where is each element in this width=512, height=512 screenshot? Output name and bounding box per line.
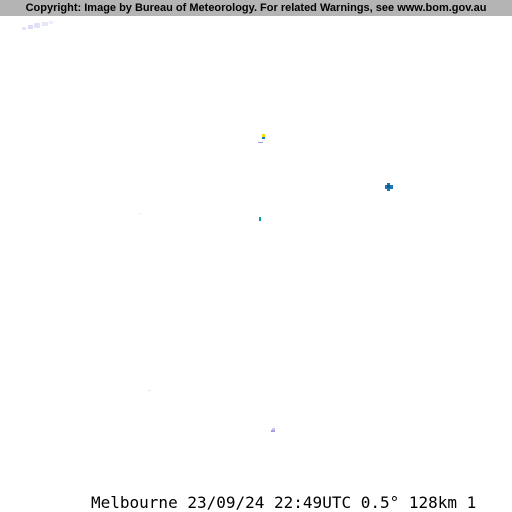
radar-display	[0, 16, 512, 492]
radar-echo-faint-west	[138, 203, 142, 214]
radar-echo-faint-south-west	[147, 380, 151, 391]
radar-echo-faint-top-left-shape	[22, 21, 53, 30]
radar-echo-cluster-north-shape	[258, 134, 265, 143]
radar-echo-teal-centre	[258, 209, 262, 221]
radar-echo-lavender-south	[270, 420, 276, 432]
radar-echo-teal-centre-shape	[259, 217, 261, 221]
copyright-text: Copyright: Image by Bureau of Meteorolog…	[25, 2, 487, 14]
radar-caption: Melbourne 23/09/24 22:49UTC 0.5° 128km 1	[0, 494, 512, 512]
radar-echo-faint-west-shape	[139, 213, 141, 214]
radar-echo-cluster-north	[257, 132, 267, 144]
radar-echo-faint-south-west-shape	[148, 390, 151, 391]
radar-echo-lavender-south-shape	[271, 428, 275, 432]
radar-echo-blue-east	[384, 179, 394, 191]
radar-echo-blue-east-shape	[385, 183, 393, 191]
radar-caption-text: Melbourne 23/09/24 22:49UTC 0.5° 128km 1	[91, 493, 477, 512]
radar-echo-faint-top-left	[20, 20, 54, 32]
copyright-bar: Copyright: Image by Bureau of Meteorolog…	[0, 0, 512, 16]
